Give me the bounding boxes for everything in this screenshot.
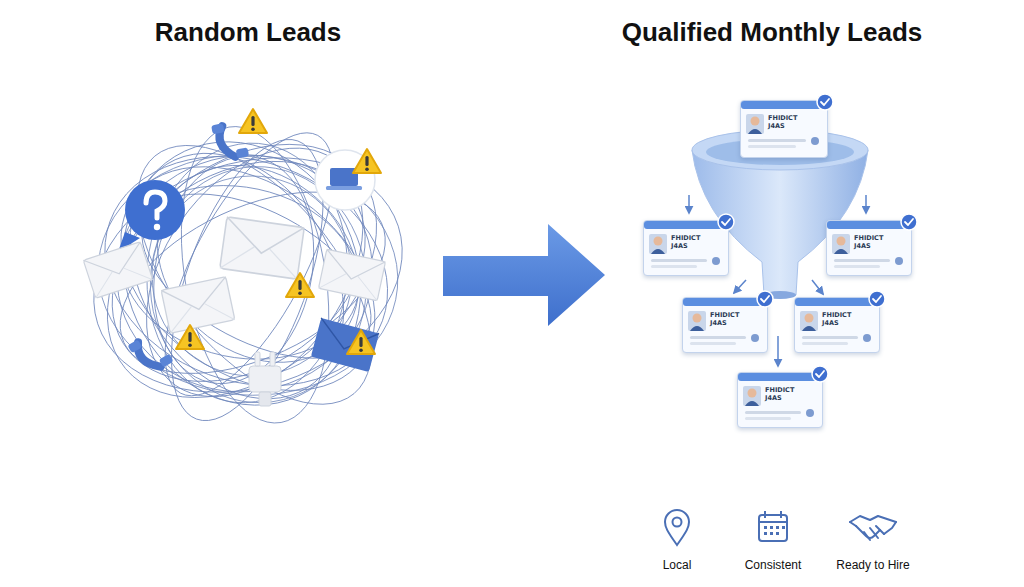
plug-icon — [249, 352, 281, 406]
envelope-icon — [83, 242, 152, 299]
lead-card: FHIDICT J4AS — [643, 220, 729, 276]
section-heading: Random Leads — [155, 17, 341, 48]
card-text: FHIDICT J4AS — [822, 311, 860, 327]
tangle-lines — [58, 93, 433, 449]
location-icon — [665, 510, 689, 545]
warning-icon — [176, 325, 204, 349]
blue-envelope — [311, 318, 379, 372]
benefit-label: Local — [663, 558, 692, 572]
card-text: FHIDICT J4AS — [765, 386, 803, 402]
card-text: FHIDICT J4AS — [710, 311, 748, 327]
envelope-icon — [318, 249, 385, 301]
card-text: FHIDICT J4AS — [854, 234, 892, 250]
lead-card: FHIDICT J4AS — [737, 372, 823, 428]
benefit-label: Consistent — [745, 558, 802, 572]
handshake-icon — [850, 516, 896, 540]
section-heading: Qualified Monthly Leads — [622, 17, 922, 48]
envelope-icon — [220, 217, 304, 279]
calendar-icon — [759, 511, 787, 541]
card-text: FHIDICT J4AS — [768, 114, 806, 130]
phone-icon — [127, 334, 175, 373]
card-decoration — [741, 101, 829, 159]
lead-card: FHIDICT J4AS — [682, 297, 768, 353]
benefit-label: Ready to Hire — [836, 558, 909, 572]
warning-icon — [239, 109, 267, 133]
warning-icon — [347, 330, 375, 354]
question-bubble — [118, 180, 185, 252]
warning-icon — [353, 149, 381, 173]
card-text: FHIDICT J4AS — [671, 234, 709, 250]
warning-icon — [286, 273, 314, 297]
lead-card: FHIDICT J4AS — [794, 297, 880, 353]
envelope-icon — [161, 277, 235, 334]
transition-arrow — [443, 224, 605, 326]
lead-card: FHIDICT J4AS — [740, 100, 828, 158]
lead-card: FHIDICT J4AS — [826, 220, 912, 276]
